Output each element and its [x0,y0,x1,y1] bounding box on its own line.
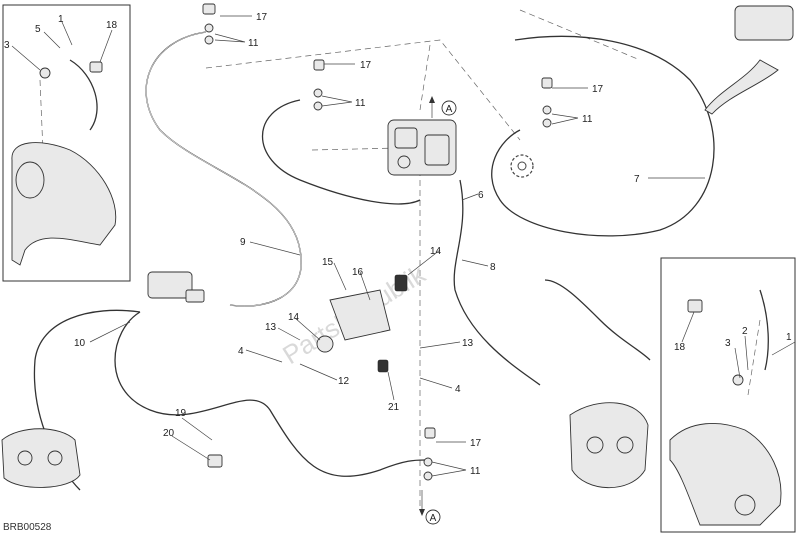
callout-7: 7 [634,174,640,185]
callout-2: 2 [742,326,748,337]
front-master-cylinder [704,5,794,115]
callout-3: 3 [725,338,731,349]
callout-11: 11 [355,98,366,109]
callout-4: 4 [238,346,244,357]
callout-17: 17 [360,60,372,71]
callout-20: 20 [163,428,175,439]
callout-14: 14 [288,312,300,323]
callout-17: 17 [592,84,604,95]
reference-arrow-top: A [429,96,457,118]
abs-unit [387,119,457,176]
callout-6: 6 [478,190,484,201]
callout-12: 12 [338,376,350,387]
front-sensor-cable [759,289,769,371]
ref-a-bottom-label: A [430,513,437,524]
hose-7 [491,35,715,237]
callout-21: 21 [388,402,400,413]
hose-9 [145,31,302,307]
front-sensor-inset-box [660,257,796,533]
callout-17: 17 [470,438,482,449]
callout-14: 14 [430,246,442,257]
callout-labels: 1 3 5 18 17 11 17 11 17 11 7 6 9 8 14 15… [4,12,792,477]
callout-8: 8 [490,262,496,273]
callout-16: 16 [352,267,364,278]
callout-17: 17 [256,12,268,23]
callout-1: 1 [786,332,792,343]
callout-3: 3 [4,40,10,51]
callout-9: 9 [240,237,246,248]
hose-lower [114,311,426,477]
center-mount-bracket [316,274,408,373]
leader-lines [11,15,796,477]
rear-sensor-bracket [11,142,117,266]
brake-hoses [33,31,769,491]
callout-13: 13 [462,338,474,349]
callout-18: 18 [674,342,686,353]
rear-sensor-inset-box [2,4,131,282]
front-caliper-hose [544,279,651,361]
callout-15: 15 [322,257,334,268]
gear-icon [510,154,534,178]
callout-1: 1 [58,14,64,25]
callout-5: 5 [35,24,41,35]
fittings [39,3,744,481]
callout-10: 10 [74,338,86,349]
rear-sensor-cable [69,59,98,131]
callout-11: 11 [470,466,481,477]
hose-8 [453,179,541,386]
callout-13: 13 [265,322,277,333]
front-sensor-bracket [669,422,782,526]
front-caliper [569,402,649,489]
rear-caliper [1,428,81,488]
hose-6 [262,99,421,205]
callout-18: 18 [106,20,118,31]
dashed-reference-lines [39,9,761,510]
diagram-code: BRB00528 [3,522,52,533]
callout-11: 11 [248,38,259,49]
callout-19: 19 [175,408,187,419]
callout-11: 11 [582,114,593,125]
ref-a-top-label: A [446,104,453,115]
callout-4: 4 [455,384,461,395]
rear-master-cylinder [147,271,205,303]
reference-arrow-bottom: A [419,490,441,525]
